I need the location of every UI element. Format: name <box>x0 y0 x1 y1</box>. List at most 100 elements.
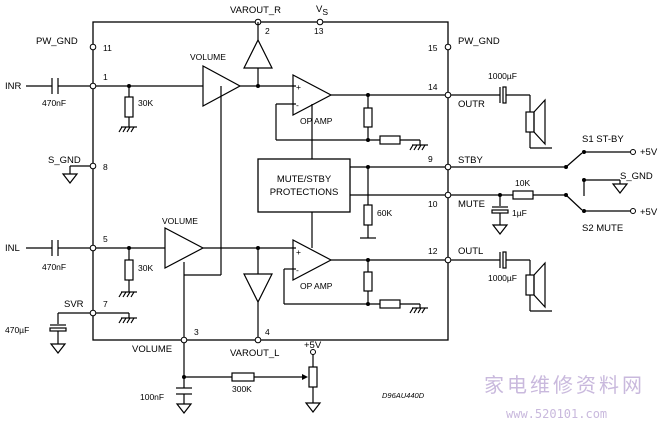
pin3-number: 3 <box>194 327 199 337</box>
pin7-number: 7 <box>103 299 108 309</box>
stby-label: STBY <box>458 155 483 166</box>
cap-1u-value: 1µF <box>512 208 527 218</box>
outr-label: OUTR <box>458 99 485 110</box>
varout-l-buffer <box>243 273 273 304</box>
s1-switch <box>565 152 583 168</box>
pw-gnd-right-label: PW_GND <box>458 36 500 47</box>
mute-stby-block <box>257 158 351 213</box>
s2-label: S2 MUTE <box>582 223 623 234</box>
svr-label: SVR <box>64 299 84 310</box>
pot-ground-icon <box>304 402 322 413</box>
pin10-node <box>444 191 452 199</box>
pin1-number: 1 <box>103 72 108 82</box>
pin14-number: 14 <box>428 82 438 92</box>
watermark-line2: www.520101.com <box>506 407 607 421</box>
s-gnd-right-label: S_GND <box>620 171 653 182</box>
diagram-code: D96AU440D <box>382 391 425 400</box>
pin15-node <box>444 43 452 51</box>
res-30k-top-value: 30K <box>138 98 153 108</box>
res-60k <box>363 204 373 226</box>
inr-label: INR <box>5 81 22 92</box>
ground-icon-opamp-bot <box>409 307 428 314</box>
plus5v-bottom: +5V <box>304 340 322 351</box>
s2-switch <box>565 194 583 211</box>
pw-gnd-left-label: PW_GND <box>36 36 78 47</box>
varout-r-buffer <box>243 38 273 69</box>
s1-label: S1 ST-BY <box>582 134 624 145</box>
volume-bottom-label: VOLUME <box>132 344 172 355</box>
pin9-number: 9 <box>428 154 433 164</box>
pin4-node <box>254 336 262 344</box>
pin12-node <box>444 256 452 264</box>
plus5v-s1: +5V <box>640 147 658 158</box>
pin5-number: 5 <box>103 234 108 244</box>
mute-stby-line1: MUTE/STBY <box>277 174 332 185</box>
feedback-res-top-a <box>363 107 373 128</box>
pin5-node <box>89 244 97 252</box>
svg-text:-: - <box>296 265 299 275</box>
res-30k-bot <box>124 259 134 281</box>
pin2-number: 2 <box>265 26 270 36</box>
pin11-node <box>89 43 97 51</box>
feedback-res-top-b <box>379 135 401 145</box>
cap-1u-ground-icon <box>491 224 509 235</box>
cap-100n-ground-icon <box>175 403 193 414</box>
pin14-node <box>444 91 452 99</box>
pin13-number: 13 <box>314 26 324 36</box>
volume-amp-bot <box>164 227 205 269</box>
pin7-node <box>89 309 97 317</box>
input-cap-l-value: 470nF <box>42 262 66 272</box>
pin13-node <box>316 18 324 26</box>
cap-100n-value: 100nF <box>140 392 164 402</box>
pin3-node <box>180 336 188 344</box>
res-300k-value: 300K <box>232 384 252 394</box>
ground-icon-opamp-top <box>409 144 428 151</box>
ic-body <box>92 21 449 341</box>
s-gnd-left-label: S_GND <box>48 155 81 166</box>
svr-cap-value: 470µF <box>5 325 29 335</box>
outl-label: OUTL <box>458 246 483 257</box>
watermark-line1: 家电维修资料网 <box>484 373 645 397</box>
output-cap-r-value: 1000µF <box>488 71 517 81</box>
pin4-number: 4 <box>265 327 270 337</box>
pin1-node <box>89 82 97 90</box>
svg-text:+: + <box>296 82 301 92</box>
speaker-r-icon <box>525 95 552 149</box>
pin11-number: 11 <box>103 43 112 53</box>
output-cap-l-value: 1000µF <box>488 273 517 283</box>
svg-text:-: - <box>296 100 299 110</box>
varout-r-label: VAROUT_R <box>230 5 281 16</box>
res-10k <box>512 190 534 200</box>
feedback-res-bot-b <box>379 299 401 309</box>
res-60k-value: 60K <box>377 208 392 218</box>
inl-label: INL <box>5 243 20 254</box>
res-30k-bot-value: 30K <box>138 263 153 273</box>
pin8-number: 8 <box>103 162 108 172</box>
pin12-number: 12 <box>428 246 438 256</box>
ground-icon-30k-bot <box>118 291 137 298</box>
vs-label: VS <box>316 4 328 17</box>
svg-text:+: + <box>296 247 301 257</box>
plus5v-s2: +5V <box>640 207 658 218</box>
mute-label: MUTE <box>458 199 485 210</box>
pin15-number: 15 <box>428 43 438 53</box>
opamp-bot-label: OP AMP <box>300 281 333 291</box>
pin8-node <box>89 162 97 170</box>
pot-300k <box>308 366 318 388</box>
s-gnd-left-ground-icon <box>61 173 79 184</box>
volume-bot-label: VOLUME <box>162 216 198 226</box>
input-cap-r-value: 470nF <box>42 98 66 108</box>
s-gnd-right-ground-icon <box>611 183 629 194</box>
pin9-node <box>444 163 452 171</box>
varout-l-label: VAROUT_L <box>230 348 279 359</box>
volume-top-label: VOLUME <box>190 52 226 62</box>
ground-icon-svr-internal <box>118 317 137 324</box>
res-10k-value: 10K <box>515 178 530 188</box>
res-30k-top <box>124 96 134 118</box>
opamp-top-label: OP AMP <box>300 116 333 126</box>
speaker-l-icon <box>525 260 552 312</box>
opamp-bot <box>292 239 333 281</box>
ground-icon-30k-top <box>118 126 137 133</box>
mute-stby-line2: PROTECTIONS <box>270 187 339 198</box>
